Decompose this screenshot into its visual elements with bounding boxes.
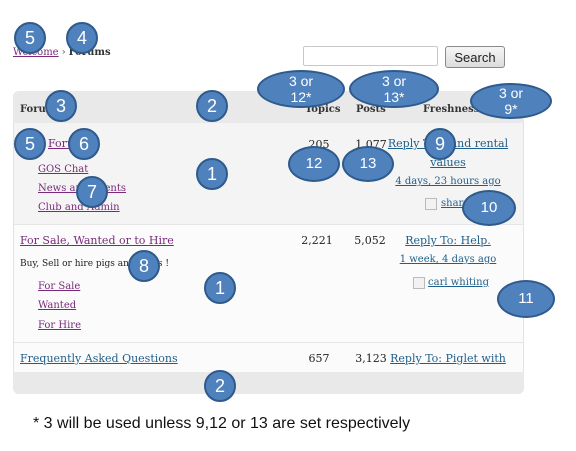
freshness-topic-link[interactable]: values [430, 156, 466, 169]
forum-title-link[interactable]: Frequently Asked Questions [20, 352, 178, 365]
subforum-link[interactable]: For Hire [38, 320, 81, 331]
subforum-link[interactable]: Wanted [38, 300, 77, 311]
footnote: * 3 will be used unless 9,12 or 13 are s… [33, 415, 411, 432]
freshness-time-link[interactable]: 1 week, 4 days ago [399, 254, 497, 265]
annotation-pill-line: 3 or [498, 85, 524, 101]
freshness-topic-link[interactable]: Reply To: Help. [405, 234, 491, 247]
annotation-badge: 5 [14, 128, 46, 160]
annotation-pill: 10 [462, 190, 516, 226]
header-freshness: Freshness [423, 104, 480, 115]
annotation-pill-line: 3 or [288, 73, 314, 89]
annotation-pill: 12 [288, 146, 340, 182]
avatar [413, 277, 425, 289]
annotation-pill: 3 or 12* [257, 70, 345, 108]
forum-description: Buy, Sell or hire pigs and items ! [20, 259, 169, 269]
posts-count: 5,052 [354, 234, 386, 247]
annotation-badge: 2 [196, 90, 228, 122]
annotation-pill-line: 13* [383, 89, 405, 105]
row-divider [14, 342, 523, 343]
header-topics: Topics [305, 104, 341, 115]
annotation-badge: 1 [196, 158, 228, 190]
breadcrumb-current: Forums [68, 47, 111, 58]
annotation-pill: 13 [342, 146, 394, 182]
header-posts: Posts [356, 104, 386, 115]
table-footer [13, 372, 524, 394]
freshness-topic-link[interactable]: Reply To: Piglet with [390, 352, 506, 365]
row-divider [14, 224, 523, 225]
annotation-pill: 3 or 13* [349, 70, 439, 108]
subforum-link[interactable]: Club and Admin [38, 202, 120, 213]
annotation-badge: 9 [424, 128, 456, 160]
search-button[interactable]: Search [445, 46, 505, 68]
annotation-badge: 8 [128, 250, 160, 282]
annotation-badge: 7 [76, 176, 108, 208]
forum-title-link[interactable]: For Sale, Wanted or to Hire [20, 234, 174, 247]
author-link[interactable]: sharon [441, 198, 476, 209]
annotation-pill-line: 3 or [381, 73, 407, 89]
annotation-badge: 6 [68, 128, 100, 160]
breadcrumb-separator: › [61, 47, 66, 58]
annotation-badge: 2 [204, 370, 236, 402]
freshness-time-link[interactable]: 4 days, 23 hours ago [395, 176, 501, 187]
annotation-pill: 11 [497, 280, 555, 318]
subforum-link[interactable]: For Sale [38, 281, 81, 292]
annotation-pill-line: 12* [290, 89, 312, 105]
author-link[interactable]: carl whiting [428, 277, 489, 288]
annotation-pill: 3 or 9* [470, 83, 552, 119]
topics-count: 657 [308, 352, 330, 365]
annotation-badge: 5 [14, 22, 46, 54]
annotation-badge: 1 [204, 272, 236, 304]
annotation-badge: 4 [66, 22, 98, 54]
search-input[interactable] [303, 46, 438, 66]
posts-count: 3,123 [355, 352, 387, 365]
avatar [425, 198, 437, 210]
annotation-badge: 3 [45, 90, 77, 122]
subforum-link[interactable]: GOS Chat [38, 164, 89, 175]
topics-count: 2,221 [301, 234, 333, 247]
annotation-pill-line: 9* [504, 101, 518, 117]
header-forum: Forum [20, 104, 57, 115]
